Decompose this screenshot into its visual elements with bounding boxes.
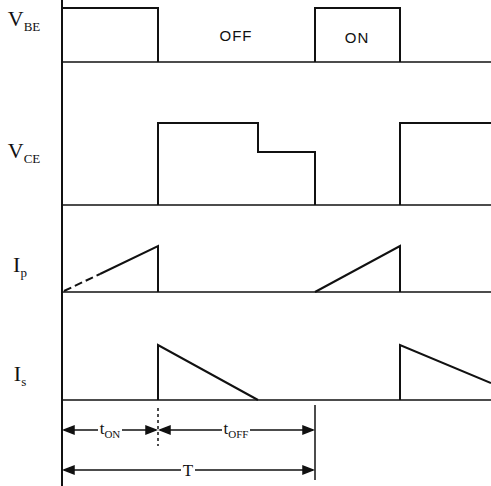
signal-name: Is — [14, 363, 26, 388]
ip-wave — [100, 246, 158, 292]
arrowhead — [146, 426, 156, 434]
signal-name: VCE — [8, 140, 41, 165]
baseline — [62, 291, 491, 293]
axis-line — [61, 0, 63, 486]
vce-wave — [400, 123, 491, 205]
state-label: ON — [345, 30, 370, 45]
tick-line — [314, 405, 316, 480]
arrowhead — [64, 426, 74, 434]
ip-wave — [315, 246, 400, 292]
signal-name: VBE — [8, 8, 41, 33]
is-wave — [400, 345, 491, 400]
arrowhead — [160, 426, 170, 434]
arrowhead — [64, 466, 74, 474]
tick-line — [157, 408, 159, 446]
is-wave — [158, 345, 258, 400]
vce-wave — [158, 123, 315, 205]
arrowhead — [303, 466, 313, 474]
time-label: tON — [98, 420, 123, 440]
vbe-wave — [315, 8, 400, 62]
arrowhead — [303, 426, 313, 434]
time-label: tOFF — [222, 420, 251, 440]
baseline — [62, 399, 491, 401]
state-label: OFF — [220, 28, 253, 43]
baseline — [62, 61, 491, 63]
vbe-wave — [62, 8, 158, 62]
signal-name: Ip — [13, 254, 27, 279]
time-label: T — [181, 462, 195, 479]
baseline — [62, 204, 491, 206]
ip-ramp — [64, 274, 100, 291]
